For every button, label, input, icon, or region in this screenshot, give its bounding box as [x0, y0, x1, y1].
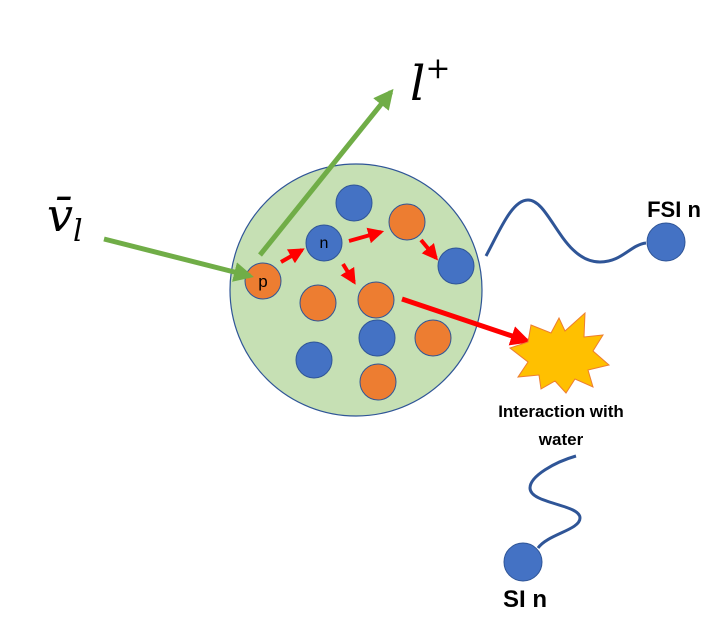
neutron-label: n [320, 235, 329, 252]
interaction-label-line2: water [538, 430, 584, 449]
outgoing-lepton-superscript: + [425, 51, 450, 86]
fsi-wavy-line [484, 198, 647, 264]
proton-to-neutron-arrow-2 [419, 238, 439, 261]
fsi-neutron [646, 222, 686, 262]
neutron-particle [335, 184, 373, 222]
explosion-icon [508, 311, 611, 394]
outgoing-lepton-arrow [258, 88, 394, 257]
neutron-to-proton-arrow-2 [340, 262, 356, 285]
incoming-neutrino-subscript: l [73, 214, 83, 249]
escaping-nucleon-arrow [401, 296, 531, 346]
incoming-neutrino-label: v̄l [47, 188, 83, 249]
interaction-label-line1: Interaction with [498, 402, 624, 421]
neutron-to-proton-arrow [348, 227, 385, 244]
proton-particle [359, 363, 397, 401]
proton-label: p [258, 272, 267, 291]
proton-particle [388, 203, 426, 241]
incoming-neutrino-symbol: v̄ [47, 188, 73, 242]
si-neutron-label: SI n [503, 586, 547, 613]
neutron-particle [295, 341, 333, 379]
proton-particle [414, 319, 452, 357]
outgoing-lepton-symbol: l [410, 56, 425, 112]
incoming-neutrino-arrow [103, 236, 254, 282]
proton-particle [357, 281, 395, 319]
neutron-particle [358, 319, 396, 357]
neutron-particle [437, 247, 475, 285]
si-wavy-line [528, 454, 582, 550]
proton-particle [299, 284, 337, 322]
si-neutron [503, 542, 543, 582]
knocked-neutron [305, 224, 343, 262]
outgoing-lepton-label: l+ [410, 51, 451, 112]
proton-to-neutron-arrow [280, 248, 305, 264]
fsi-neutron-label: FSI n [647, 197, 701, 222]
